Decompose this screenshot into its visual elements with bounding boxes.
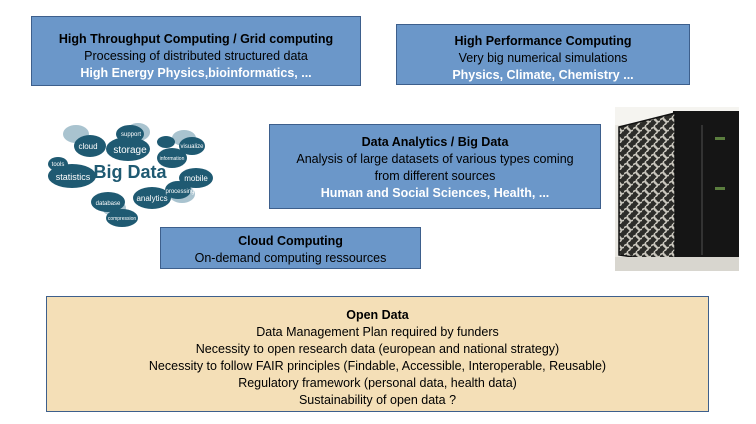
- htc-domains: High Energy Physics,bioinformatics, ...: [80, 66, 312, 80]
- open-data-line: Necessity to follow FAIR principles (Fin…: [148, 359, 607, 373]
- hpc-title: High Performance Computing: [454, 34, 632, 48]
- word-cloud-word: analytics: [136, 194, 167, 203]
- bigdata-domains: Human and Social Sciences, Health, ...: [320, 186, 550, 200]
- big-data-cloud-illustration: Big Data cloud storage support statistic…: [48, 123, 213, 227]
- hpc-box: High Performance Computing Very big nume…: [396, 24, 690, 85]
- open-data-line: Necessity to open research data (europea…: [195, 342, 560, 356]
- hpc-description: Very big numerical simulations: [458, 51, 628, 65]
- cloud-title: Cloud Computing: [238, 234, 343, 248]
- word-cloud-word: visualize: [180, 144, 204, 150]
- word-cloud-word: information: [160, 156, 185, 162]
- bigdata-title: Data Analytics / Big Data: [361, 135, 509, 149]
- cloud-description: On-demand computing ressources: [194, 251, 387, 265]
- bigdata-description-line1: Analysis of large datasets of various ty…: [296, 152, 574, 166]
- word-cloud-center: Big Data: [93, 162, 167, 182]
- supercomputer-photo: [615, 107, 739, 271]
- bigdata-box: Data Analytics / Big Data Analysis of la…: [269, 124, 601, 209]
- htc-box: High Throughput Computing / Grid computi…: [31, 16, 361, 86]
- word-cloud-word: mobile: [184, 174, 208, 183]
- open-data-line: Data Management Plan required by funders: [256, 325, 499, 339]
- open-data-box: Open Data Data Management Plan required …: [46, 296, 709, 412]
- word-cloud-word: database: [96, 201, 121, 207]
- word-cloud-word: processing: [165, 189, 194, 195]
- bigdata-description-line2: from different sources: [374, 169, 496, 183]
- cloud-shapes: [48, 123, 213, 227]
- word-cloud-word: cloud: [78, 142, 97, 151]
- word-cloud-word: statistics: [56, 172, 91, 182]
- open-data-line: Sustainability of open data ?: [298, 393, 457, 407]
- hpc-domains: Physics, Climate, Chemistry ...: [452, 68, 634, 82]
- word-cloud-word: compression: [108, 216, 137, 222]
- word-cloud-word: support: [121, 132, 141, 138]
- open-data-title: Open Data: [346, 308, 409, 322]
- word-cloud-word: tools: [52, 162, 65, 168]
- open-data-line: Regulatory framework (personal data, hea…: [238, 376, 517, 390]
- word-cloud-word: storage: [113, 145, 147, 156]
- htc-description: Processing of distributed structured dat…: [84, 49, 308, 63]
- cloud-computing-box: Cloud Computing On-demand computing ress…: [160, 227, 421, 269]
- htc-title: High Throughput Computing / Grid computi…: [58, 32, 334, 46]
